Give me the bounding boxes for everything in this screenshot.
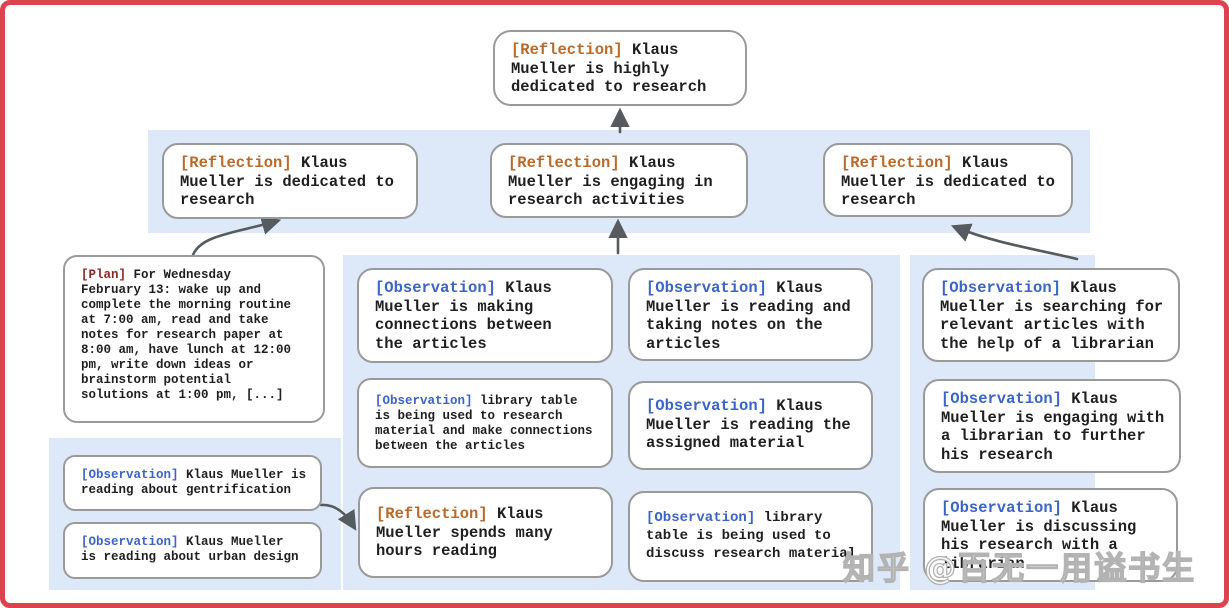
- memory-text: Klaus Mueller is engaging in research ac…: [508, 154, 713, 210]
- node-observation-reading-notes: [Observation] Klaus Mueller is reading a…: [628, 268, 873, 361]
- node-observation-library-table-discuss: [Observation] library table is being use…: [628, 491, 873, 582]
- memory-type-tag: [Observation]: [941, 499, 1062, 517]
- memory-text: Klaus Mueller is reading and taking note…: [646, 279, 851, 353]
- node-plan: [Plan] For Wednesday February 13: wake u…: [63, 255, 325, 423]
- memory-text: Klaus Mueller is discussing his research…: [941, 499, 1137, 573]
- memory-text: Klaus Mueller spends many hours reading: [376, 505, 553, 561]
- memory-type-tag: [Observation]: [81, 535, 179, 549]
- node-observation-urban-design: [Observation] Klaus Mueller is reading a…: [63, 522, 322, 579]
- node-reflection-dedicated-2: [Reflection] Klaus Mueller is dedicated …: [823, 143, 1073, 217]
- memory-type-tag: [Observation]: [646, 279, 767, 297]
- memory-text: Klaus Mueller is reading the assigned ma…: [646, 397, 851, 453]
- node-top-reflection: [Reflection] Klaus Mueller is highly ded…: [493, 30, 747, 106]
- memory-text: Klaus Mueller is making connections betw…: [375, 279, 552, 353]
- node-reflection-dedicated-1: [Reflection] Klaus Mueller is dedicated …: [162, 143, 418, 219]
- memory-type-tag: [Observation]: [646, 397, 767, 415]
- memory-type-tag: [Reflection]: [180, 154, 292, 172]
- memory-text: Klaus Mueller is reading about urban des…: [81, 535, 299, 564]
- memory-type-tag: [Observation]: [941, 390, 1062, 408]
- node-observation-connections: [Observation] Klaus Mueller is making co…: [357, 268, 613, 363]
- memory-type-tag: [Reflection]: [508, 154, 620, 172]
- node-observation-discussing-librarian: [Observation] Klaus Mueller is discussin…: [923, 488, 1178, 582]
- memory-text: Klaus Mueller is dedicated to research: [841, 154, 1055, 210]
- node-observation-gentrification: [Observation] Klaus Mueller is reading a…: [63, 455, 322, 511]
- memory-text: Klaus Mueller is dedicated to research: [180, 154, 394, 210]
- memory-type-tag: [Reflection]: [511, 41, 623, 59]
- memory-text: Klaus Mueller is searching for relevant …: [940, 279, 1164, 353]
- node-reflection-hours-reading: [Reflection] Klaus Mueller spends many h…: [358, 487, 613, 578]
- memory-text: Klaus Mueller is reading about gentrific…: [81, 468, 307, 497]
- node-observation-assigned-material: [Observation] Klaus Mueller is reading t…: [628, 381, 873, 470]
- memory-type-tag: [Observation]: [375, 394, 473, 408]
- node-observation-library-table-research: [Observation] library table is being use…: [357, 378, 613, 468]
- memory-type-tag: [Observation]: [940, 279, 1061, 297]
- memory-type-tag: [Observation]: [646, 510, 756, 526]
- zhihu-watermark: 知乎 @百无一用谥书生: [842, 548, 1197, 587]
- memory-type-tag: [Plan]: [81, 268, 127, 282]
- memory-type-tag: [Observation]: [375, 279, 496, 297]
- memory-text: library table is being used to discuss r…: [646, 510, 857, 563]
- memory-type-tag: [Reflection]: [376, 505, 488, 523]
- memory-type-tag: [Observation]: [81, 468, 179, 482]
- node-observation-searching-articles: [Observation] Klaus Mueller is searching…: [922, 268, 1180, 362]
- memory-type-tag: [Reflection]: [841, 154, 953, 172]
- node-observation-engaging-librarian: [Observation] Klaus Mueller is engaging …: [923, 379, 1181, 473]
- memory-text: Klaus Mueller is highly dedicated to res…: [511, 41, 707, 97]
- memory-text: Klaus Mueller is engaging with a librari…: [941, 390, 1165, 464]
- memory-text: For Wednesday February 13: wake up and c…: [81, 268, 292, 402]
- node-reflection-engaging: [Reflection] Klaus Mueller is engaging i…: [490, 143, 748, 218]
- memory-text: library table is being used to research …: [375, 394, 593, 453]
